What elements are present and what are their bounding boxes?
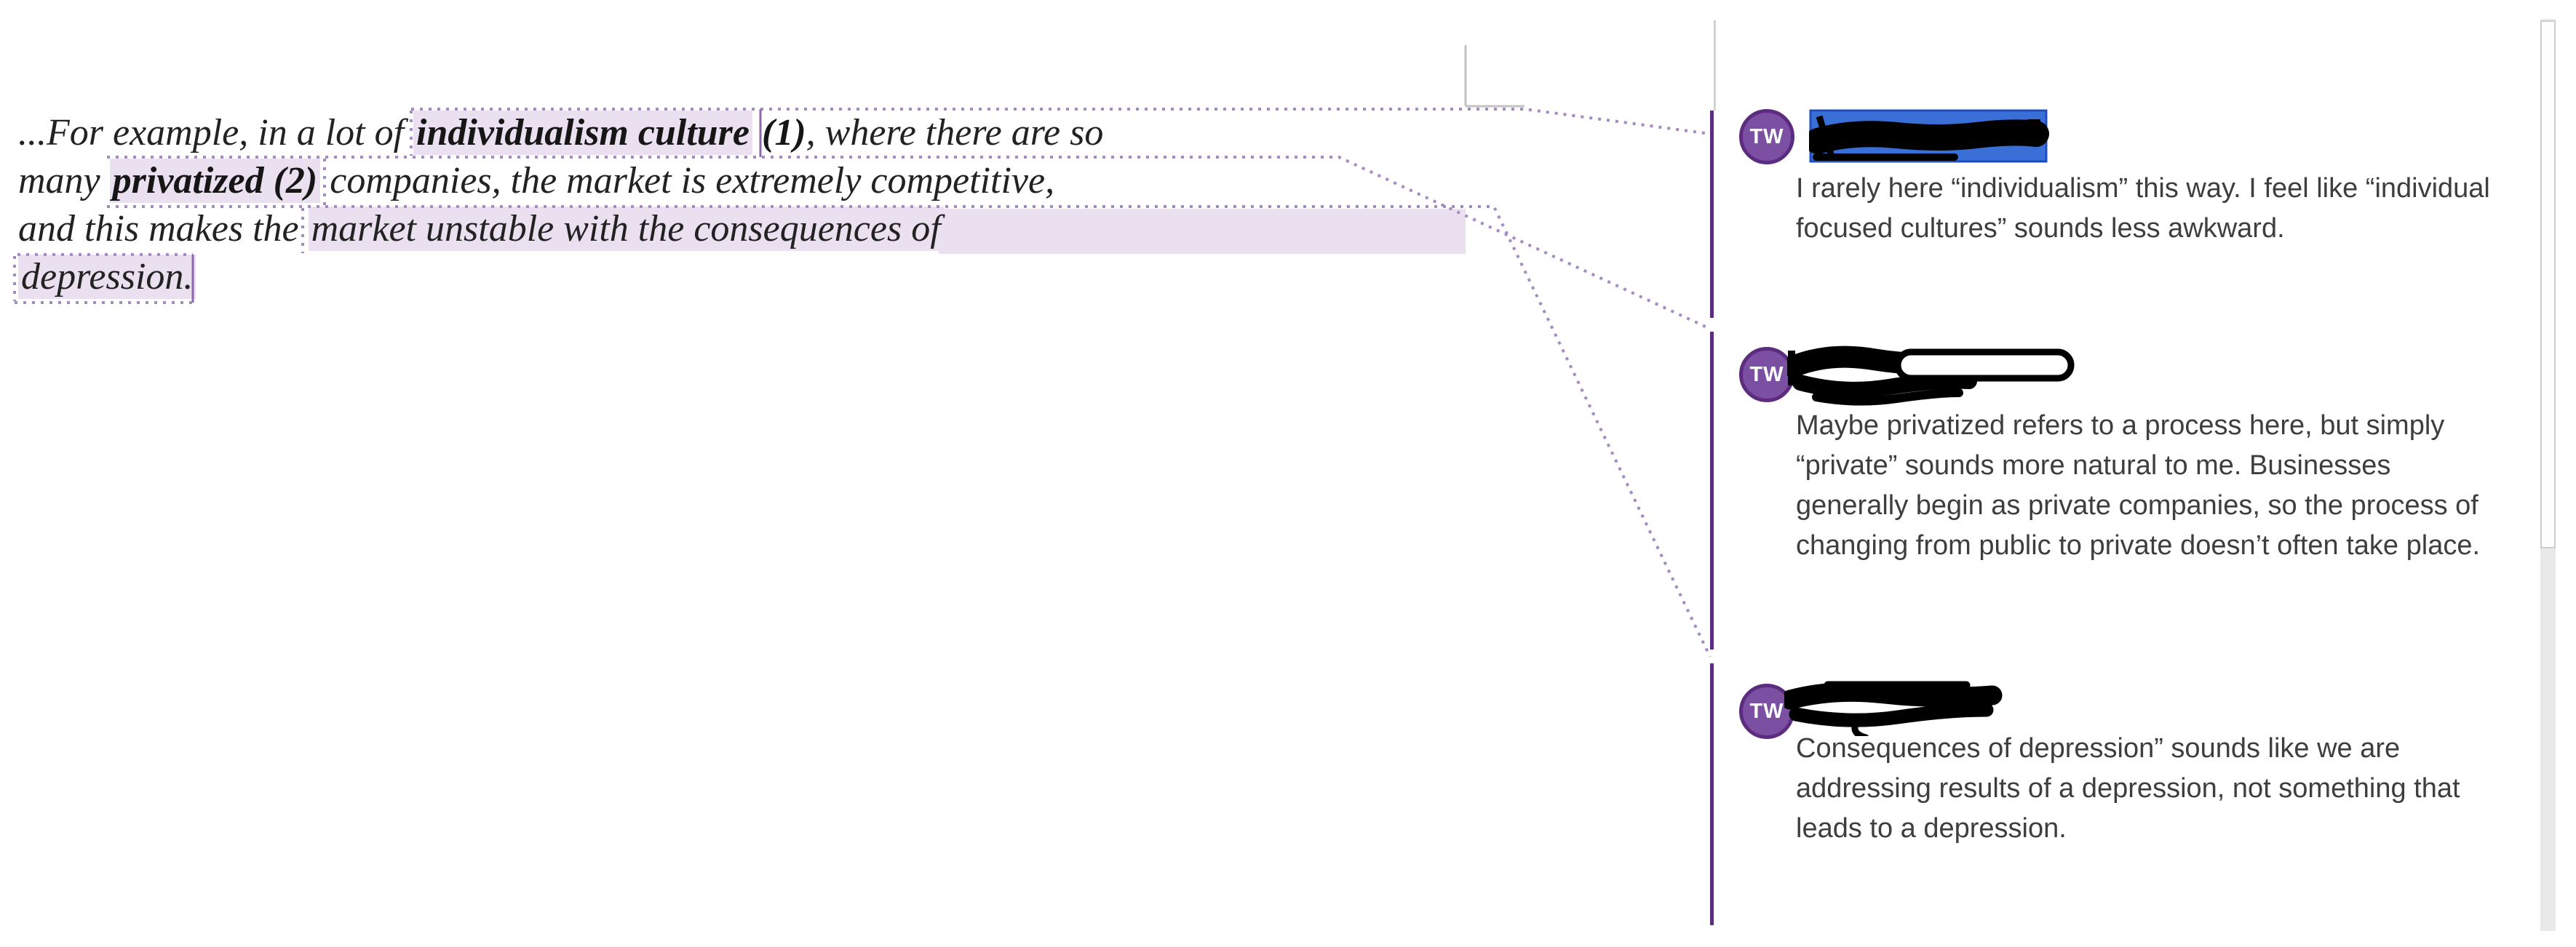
comment-text[interactable]: Maybe privatized refers to a process her…	[1796, 410, 2481, 561]
connector-line-comment-3	[107, 205, 1712, 658]
comment-card-1[interactable]: TW I rarely here “individualism” this wa…	[1730, 109, 2525, 262]
text-segment: , where there are so	[806, 112, 1104, 153]
vertical-scrollbar-thumb[interactable]	[2540, 20, 2556, 548]
document-text-line: depression.	[18, 253, 196, 301]
comment-text[interactable]: Consequences of depression” sounds like …	[1796, 733, 2460, 844]
scribble-stroke	[1792, 372, 1977, 398]
scribble-stroke	[1991, 119, 2040, 129]
text-segment: companies, the market is extremely compe…	[320, 160, 1055, 201]
scribble-stroke	[1812, 388, 1963, 406]
comment-pane-line-segment	[1710, 111, 1714, 318]
document-text-line: many privatized (2) companies, the marke…	[18, 157, 1054, 205]
text-segment: (1)	[752, 112, 806, 153]
comment-card-2[interactable]: TW Maybe privatized refers to a process …	[1730, 335, 2525, 615]
author-avatar-icon[interactable]: TW	[1739, 347, 1794, 402]
pane-separator-top-gray	[1714, 20, 1716, 111]
comment-text[interactable]: I rarely here “individualism” this way. …	[1796, 173, 2490, 244]
author-avatar-icon[interactable]: TW	[1739, 684, 1794, 739]
redacted-author-name	[1809, 109, 2049, 163]
comment-card-3[interactable]: TW Consequences of depression” sounds li…	[1730, 673, 2525, 866]
comment-pane-line-segment	[1710, 332, 1714, 650]
document-text-line: and this makes the market unstable with …	[18, 205, 944, 253]
text-segment: many	[18, 160, 110, 201]
scribble-stroke	[1784, 682, 2003, 710]
comment-anchor-highlight-2[interactable]: privatized (2)	[109, 159, 321, 203]
scribble-stroke	[1816, 115, 1834, 156]
scribble-tail	[1851, 718, 1869, 736]
comment-anchor-highlight-3-continued[interactable]: depression.	[18, 255, 196, 299]
scribble-capsule	[1894, 348, 2075, 382]
redacted-author-name	[1784, 681, 2003, 736]
text-segment: and this makes the	[18, 208, 309, 249]
scribble-stroke	[1809, 119, 2049, 154]
redacted-author-name	[1787, 345, 2075, 406]
comment-anchor-highlight-3[interactable]: market unstable with the consequences of	[308, 207, 944, 251]
comment-anchor-highlight-1[interactable]: individualism culture	[413, 111, 753, 155]
author-avatar-icon[interactable]: TW	[1739, 109, 1794, 164]
text-segment: ...For example, in a lot of	[18, 112, 414, 153]
document-text-line: ...For example, in a lot of individualis…	[18, 109, 1103, 157]
scribble-stroke	[1789, 703, 1994, 727]
highlight-extension-block[interactable]	[939, 209, 1466, 254]
comment-pane-line-segment	[1710, 663, 1714, 925]
